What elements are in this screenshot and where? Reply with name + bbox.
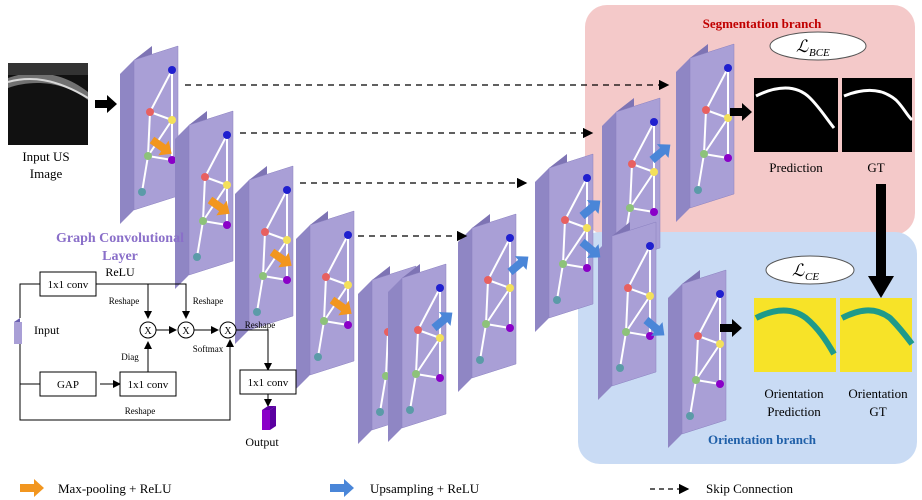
svg-text:ℒ: ℒ bbox=[792, 261, 805, 280]
gcl-input-label: Input bbox=[34, 323, 60, 337]
gcl-mult-2: X bbox=[177, 321, 195, 339]
orientation-gt-image bbox=[840, 298, 915, 372]
gcl-gap bbox=[39, 371, 97, 397]
gcl-diag-label: Diag bbox=[121, 352, 139, 362]
legend-upsample-icon bbox=[330, 479, 354, 497]
input-us-image bbox=[7, 63, 89, 145]
orientation-layer-2 bbox=[667, 269, 727, 449]
encoder-layer-1 bbox=[119, 45, 179, 225]
svg-text:GAP: GAP bbox=[57, 379, 79, 391]
skip-connections bbox=[185, 79, 670, 242]
segmentation-gt-label: GT bbox=[867, 160, 884, 175]
ce-loss-badge: ℒ CE bbox=[765, 255, 855, 285]
seg-to-ori-arrow bbox=[868, 184, 894, 298]
segmentation-branch-bg bbox=[585, 5, 915, 235]
segmentation-gt-image bbox=[842, 78, 914, 152]
svg-text:X: X bbox=[144, 326, 152, 337]
gcl-conv-top bbox=[39, 271, 97, 297]
orientation-layer-1 bbox=[597, 221, 657, 401]
input-arrow bbox=[95, 95, 117, 113]
gcl-reshape-2: Reshape bbox=[193, 296, 224, 306]
segmentation-branch-title: Segmentation branch bbox=[703, 16, 823, 31]
svg-text:1x1 conv: 1x1 conv bbox=[248, 377, 289, 389]
input-label-line1: Input US bbox=[22, 149, 69, 164]
segmentation-layer bbox=[675, 43, 735, 223]
gcl-connectors bbox=[19, 283, 272, 421]
gcl-title-line1: Graph Convolutional bbox=[56, 231, 184, 246]
orientation-prediction-label-line2: Prediction bbox=[767, 404, 821, 419]
legend-maxpool-label: Max-pooling + ReLU bbox=[58, 481, 172, 496]
orientation-prediction-image bbox=[754, 298, 837, 372]
gcl-output-block bbox=[262, 406, 276, 430]
encoder-layer-2 bbox=[174, 110, 234, 290]
encoder-layer-4 bbox=[295, 210, 355, 390]
svg-text:X: X bbox=[224, 326, 232, 337]
orientation-prediction-label-line1: Orientation bbox=[764, 386, 824, 401]
svg-text:X: X bbox=[182, 326, 190, 337]
orientation-gt-label-line1: Orientation bbox=[848, 386, 908, 401]
segmentation-prediction-image bbox=[754, 78, 838, 152]
legend-skip-label: Skip Connection bbox=[706, 481, 794, 496]
gcl-conv-mid bbox=[119, 371, 177, 397]
decoder-layer-1 bbox=[457, 213, 517, 393]
input-label-line2: Image bbox=[30, 166, 63, 181]
svg-text:BCE: BCE bbox=[809, 47, 830, 59]
encoder-layer-3 bbox=[234, 165, 294, 345]
svg-text:ℒ: ℒ bbox=[796, 37, 809, 56]
gcl-mult-1: X bbox=[139, 321, 157, 339]
gcl-reshape-1: Reshape bbox=[109, 296, 140, 306]
bce-loss-badge: ℒ BCE bbox=[769, 31, 867, 61]
orientation-branch-bg bbox=[578, 232, 917, 464]
svg-text:1x1 conv: 1x1 conv bbox=[48, 279, 89, 291]
bottleneck-layer-2 bbox=[387, 263, 447, 443]
gcl-reshape-3: Reshape bbox=[245, 320, 276, 330]
gcl-output-label: Output bbox=[245, 435, 279, 449]
legend-maxpool-icon bbox=[20, 479, 44, 497]
gcl-reshape-bottom: Reshape bbox=[125, 406, 156, 416]
gcl-title-line2: Layer bbox=[102, 249, 138, 264]
svg-text:CE: CE bbox=[805, 271, 819, 283]
legend-upsample-label: Upsampling + ReLU bbox=[370, 481, 480, 496]
svg-text:1x1 conv: 1x1 conv bbox=[128, 379, 169, 391]
gcl-mult-3: X bbox=[219, 321, 237, 339]
orientation-gt-label-line2: GT bbox=[869, 404, 886, 419]
segmentation-prediction-label: Prediction bbox=[769, 160, 823, 175]
gcl-input-block bbox=[14, 318, 22, 344]
gcl-softmax-label: Softmax bbox=[193, 344, 224, 354]
orientation-branch-title: Orientation branch bbox=[708, 432, 817, 447]
gcl-conv-out bbox=[239, 369, 297, 395]
gcl-relu-label: ReLU bbox=[105, 265, 135, 279]
